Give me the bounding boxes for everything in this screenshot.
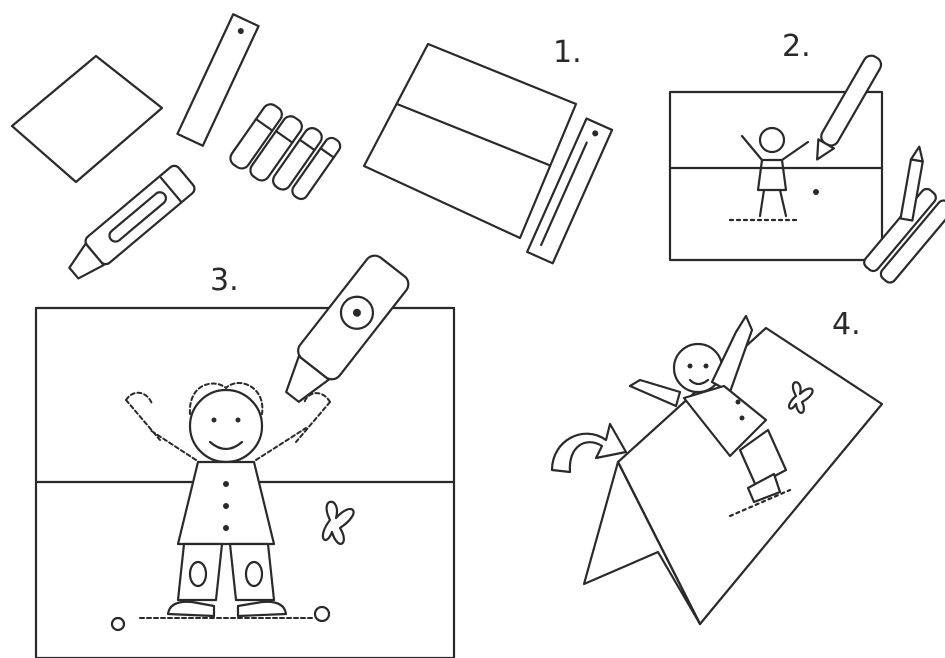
butterfly-icon bbox=[321, 500, 355, 545]
flower-icon bbox=[110, 616, 126, 632]
cutter-cutting-icon bbox=[285, 254, 410, 403]
butterfly-small-icon bbox=[788, 381, 814, 414]
markers-icon bbox=[229, 103, 342, 201]
child-drawing-small bbox=[728, 126, 819, 222]
ruler-step-1-icon bbox=[526, 117, 614, 265]
folded-paper-step-1 bbox=[362, 42, 578, 240]
step-4-number: 4. bbox=[832, 307, 861, 342]
step-2: 2. bbox=[668, 29, 945, 284]
ruler-icon bbox=[176, 13, 260, 147]
step-3-number: 3. bbox=[210, 263, 239, 298]
child-figure-cut-outline bbox=[125, 382, 331, 619]
step-1: 1. bbox=[362, 35, 614, 265]
flower-icon bbox=[313, 605, 331, 623]
cutter-knife-icon bbox=[68, 164, 196, 280]
paper-sheet-icon bbox=[10, 54, 164, 184]
pencils-icon bbox=[863, 145, 945, 284]
folded-card-back bbox=[616, 326, 884, 626]
step-1-number: 1. bbox=[553, 35, 582, 70]
fold-line-step-1 bbox=[395, 102, 551, 167]
pen-drawing-icon bbox=[816, 54, 883, 161]
step-3: 3. bbox=[34, 254, 456, 658]
materials-group bbox=[10, 13, 342, 280]
child-popup-figure bbox=[628, 314, 792, 518]
step-4: 4. bbox=[550, 307, 884, 626]
step-2-number: 2. bbox=[782, 29, 811, 64]
fold-arrow-icon bbox=[550, 422, 628, 474]
